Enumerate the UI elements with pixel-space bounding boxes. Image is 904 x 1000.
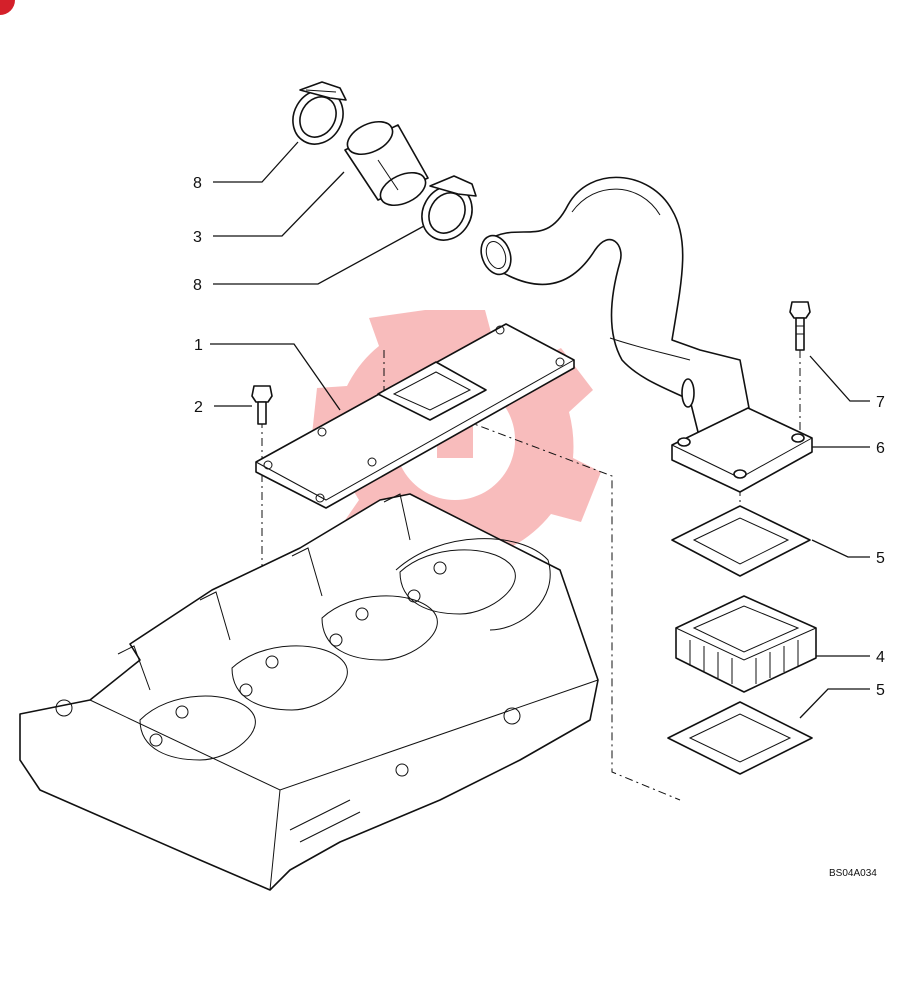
figure-reference-code: BS04A034 [829, 868, 877, 879]
leader-1 [210, 343, 341, 411]
spacer-block [675, 595, 817, 693]
corner-badge [0, 0, 15, 15]
hose-coupling [344, 120, 429, 207]
alignment-line-plate [383, 350, 681, 801]
callout-5-upper: 5 [876, 550, 885, 567]
hose-clamp-upper [292, 81, 347, 145]
pipe-flange [671, 407, 813, 493]
callout-6: 6 [876, 440, 885, 457]
callout-8-upper: 8 [193, 175, 202, 192]
gasket-lower [667, 701, 813, 775]
leader-5b [799, 688, 870, 719]
intake-pipe [480, 176, 756, 441]
leader-8b [213, 225, 425, 285]
leader-5a [811, 539, 870, 558]
leader-3 [213, 171, 345, 237]
callout-8-lower: 8 [193, 277, 202, 294]
bolt-7 [789, 301, 811, 351]
callout-4: 4 [876, 649, 885, 666]
gasket-upper [671, 505, 811, 577]
hose-clamp-lower [421, 175, 477, 241]
callout-2: 2 [194, 399, 203, 416]
callout-5-lower: 5 [876, 682, 885, 699]
leader-8a [213, 141, 299, 183]
leader-7 [809, 355, 870, 402]
cylinder-head [19, 493, 599, 891]
bolt-2 [251, 385, 273, 425]
cover-plate [255, 323, 575, 509]
callout-1: 1 [194, 337, 203, 354]
callout-3: 3 [193, 229, 202, 246]
callout-7: 7 [876, 394, 885, 411]
